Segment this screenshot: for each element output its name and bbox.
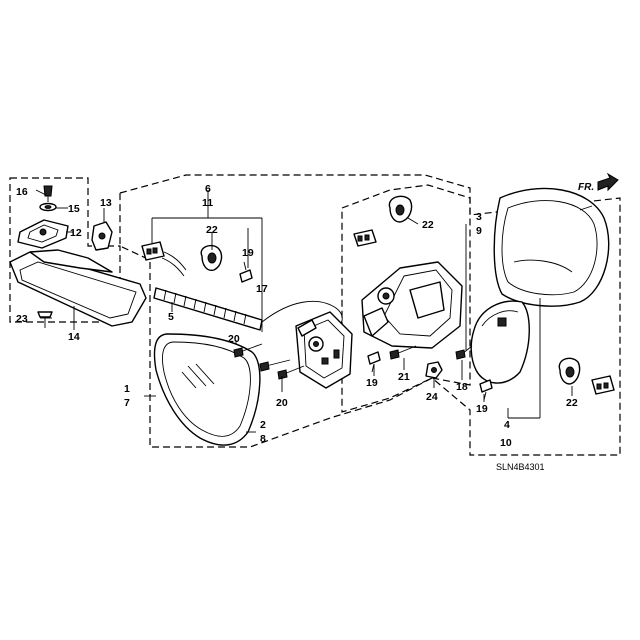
label-13: 13 [100, 197, 112, 209]
label-22-middle: 22 [422, 219, 434, 231]
clip-22-right [558, 357, 581, 385]
rearview-mirror-14 [9, 249, 147, 327]
screw-20-lower [277, 365, 305, 380]
main-mirror-assembly-box [119, 174, 621, 456]
label-14: 14 [68, 331, 80, 343]
label-3: 3 [476, 211, 482, 223]
label-20-lower: 20 [276, 397, 288, 409]
screw-19-right [479, 379, 493, 401]
label-18: 18 [456, 381, 468, 393]
nut-24 [425, 361, 443, 379]
screw-16 [43, 185, 53, 202]
label-9: 9 [476, 225, 482, 237]
label-15: 15 [68, 203, 80, 215]
connector-right [591, 375, 615, 395]
sensor-cover-13 [91, 221, 113, 251]
label-20-upper: 20 [228, 333, 240, 345]
label-21: 21 [398, 371, 410, 383]
label-12: 12 [70, 227, 82, 239]
label-7: 7 [124, 397, 130, 409]
lower-cover [470, 300, 530, 384]
screw-21 [389, 345, 417, 360]
mirror-base-housing [361, 261, 463, 349]
front-direction-indicator: FR. [578, 172, 619, 193]
label-8: 8 [260, 433, 266, 445]
rearview-mirror-group-box [9, 177, 121, 323]
label-4: 4 [504, 419, 510, 431]
clip-22-middle [388, 195, 413, 223]
mirror-skull-cap [493, 187, 610, 307]
screw-18 [455, 345, 473, 360]
screw-20-upper [233, 343, 263, 358]
screw-20-middle [259, 359, 291, 372]
connector-housing [353, 229, 377, 247]
label-23: 23 [16, 313, 28, 325]
label-24: 24 [426, 391, 438, 403]
label-2: 2 [260, 419, 266, 431]
callout-labels: 16 15 12 13 14 23 5 6 11 22 19 17 20 20 … [16, 183, 578, 472]
label-5: 5 [168, 311, 174, 323]
label-11: 11 [202, 197, 213, 209]
label-16: 16 [16, 186, 28, 198]
label-19-upper: 19 [242, 247, 254, 259]
screw-19-upper [239, 261, 253, 283]
actuator-housing-group-box [341, 184, 471, 413]
mirror-actuator [295, 311, 353, 389]
connector-plug [141, 241, 187, 277]
label-22-right: 22 [566, 397, 578, 409]
label-22-upper: 22 [206, 224, 218, 236]
label-1: 1 [124, 383, 130, 395]
washer-15 [39, 202, 57, 212]
diagram-code: SLN4B4301 [496, 462, 545, 472]
label-19-right: 19 [476, 403, 488, 415]
label-6: 6 [205, 183, 211, 195]
clip-22-upper [200, 244, 223, 271]
screw-23 [37, 311, 53, 328]
label-17: 17 [256, 283, 268, 295]
mirror-glass [153, 333, 261, 446]
mount-bracket-12 [17, 219, 69, 249]
label-10: 10 [500, 437, 512, 449]
leader-lines [35, 189, 593, 433]
label-19-left: 19 [366, 377, 378, 389]
cable-corrugated-tube-5 [153, 287, 343, 331]
front-direction-label: FR. [578, 182, 594, 193]
